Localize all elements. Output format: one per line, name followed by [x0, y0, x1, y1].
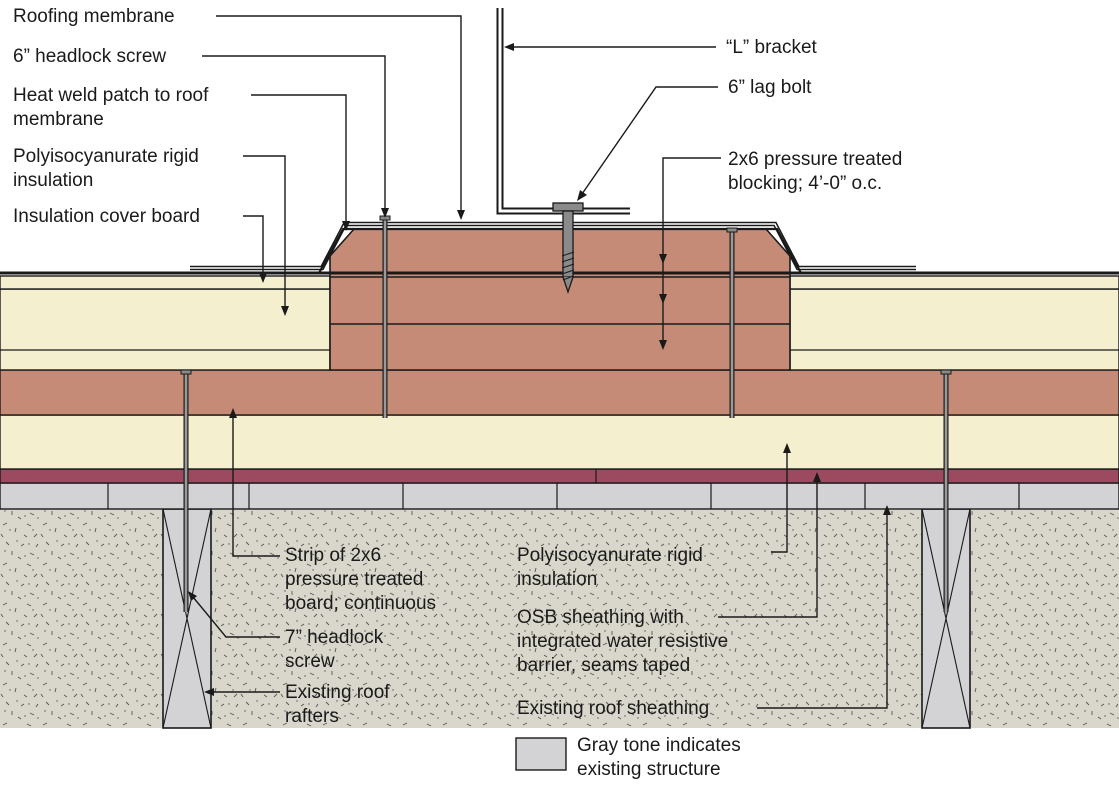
label-l-bracket: “L” bracket — [726, 37, 818, 58]
label-osb-1: OSB sheathing with — [517, 607, 684, 628]
label-osb-2: integrated water resistive — [517, 631, 728, 652]
upper-polyiso-insulation-right — [789, 288, 1119, 371]
label-polyiso-bottom-2: insulation — [517, 569, 597, 590]
headlock-screw-6-right — [726, 227, 738, 418]
legend-line-1: Gray tone indicates — [577, 735, 741, 756]
label-polyiso-bottom-1: Polyisocyanurate rigid — [517, 545, 703, 566]
label-headlock-7-1: 7” headlock — [285, 627, 384, 648]
continuous-2x6-strip — [0, 369, 1119, 416]
cover-board-right — [789, 275, 1119, 290]
label-headlock-7-2: screw — [285, 651, 335, 672]
cover-board-left — [0, 275, 331, 290]
label-polyiso-top-2: insulation — [13, 170, 93, 191]
label-cover-board: Insulation cover board — [13, 206, 200, 227]
label-roofing-membrane: Roofing membrane — [13, 6, 175, 27]
label-rafters-1: Existing roof — [285, 682, 390, 703]
label-blocking-2: blocking; 4’-0” o.c. — [728, 173, 882, 194]
label-sheathing: Existing roof sheathing — [517, 698, 709, 719]
roofing-membrane — [0, 221, 1119, 275]
label-strip-2: pressure treated — [285, 569, 423, 590]
lag-bolt — [552, 202, 584, 295]
existing-roof-sheathing — [0, 482, 1119, 510]
label-heat-weld-2: membrane — [13, 109, 104, 130]
pt-blocking — [329, 228, 791, 371]
lower-polyiso-insulation — [0, 414, 1119, 470]
label-strip-1: Strip of 2x6 — [285, 545, 381, 566]
label-strip-3: board; continuous — [285, 593, 436, 614]
label-rafters-2: rafters — [285, 706, 339, 727]
upper-polyiso-insulation-left — [0, 288, 331, 371]
label-lag-bolt: 6” lag bolt — [728, 77, 812, 98]
label-headlock-screw-6: 6” headlock screw — [13, 46, 166, 67]
legend: Gray tone indicates existing structure — [515, 735, 741, 780]
headlock-screw-7-right — [940, 369, 952, 612]
label-heat-weld-1: Heat weld patch to roof — [13, 85, 209, 106]
label-blocking-1: 2x6 pressure treated — [728, 149, 902, 170]
leaders — [188, 15, 891, 709]
legend-line-2: existing structure — [577, 759, 721, 780]
osb-sheathing — [0, 468, 1119, 484]
l-bracket — [496, 8, 630, 215]
rafter-right — [921, 508, 971, 729]
label-polyiso-top-1: Polyisocyanurate rigid — [13, 146, 199, 167]
label-osb-3: barrier, seams taped — [517, 655, 690, 676]
legend-swatch — [515, 737, 567, 771]
headlock-screw-7-left — [180, 369, 192, 612]
